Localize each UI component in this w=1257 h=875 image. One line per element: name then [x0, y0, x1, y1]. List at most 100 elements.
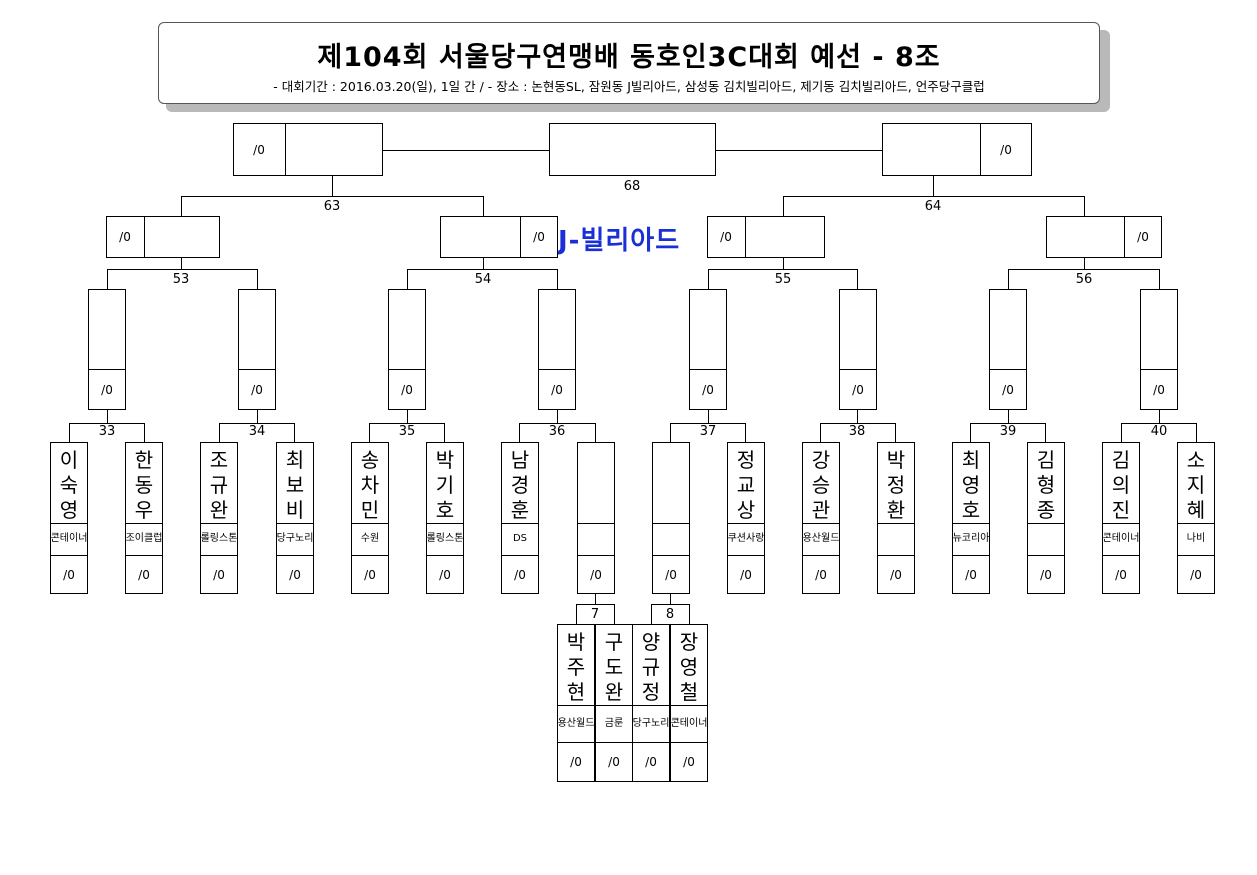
connector-line — [708, 410, 710, 424]
player-club: 금룬 — [604, 717, 624, 729]
card-divider — [1027, 555, 1065, 557]
score-value: /0 — [101, 382, 113, 397]
player-card — [50, 442, 88, 594]
card-divider — [50, 555, 88, 557]
player-card — [877, 442, 915, 594]
card-divider — [877, 555, 915, 557]
score-value: /0 — [289, 567, 301, 582]
connector-line — [1159, 269, 1161, 290]
slot-divider — [839, 369, 877, 371]
card-divider — [632, 742, 670, 744]
match-slot — [233, 123, 383, 176]
match-slot — [440, 216, 558, 258]
card-divider — [557, 742, 595, 744]
connector-line — [257, 410, 259, 424]
connector-line — [107, 269, 109, 290]
match-slot — [689, 289, 727, 410]
connector-line — [614, 604, 616, 625]
match-number: 37 — [699, 424, 717, 439]
connector-line — [895, 423, 897, 443]
connector-line — [857, 269, 859, 290]
connector-line — [407, 269, 558, 271]
score-value: /0 — [138, 567, 150, 582]
score-value: /0 — [551, 382, 563, 397]
slot-divider — [538, 369, 576, 371]
card-divider — [276, 523, 314, 525]
connector-line — [689, 604, 691, 625]
card-divider — [125, 555, 163, 557]
card-divider — [1027, 523, 1065, 525]
match-number: 33 — [98, 424, 116, 439]
card-divider — [952, 555, 990, 557]
connector-line — [519, 423, 596, 425]
connector-line — [557, 410, 559, 424]
card-divider — [50, 523, 88, 525]
connector-line — [783, 196, 1085, 198]
connector-line — [69, 423, 145, 425]
connector-line — [332, 176, 334, 197]
card-divider — [351, 523, 389, 525]
card-divider — [632, 705, 670, 707]
score-value: /0 — [213, 567, 225, 582]
score-value: /0 — [740, 567, 752, 582]
match-slot — [1046, 216, 1162, 258]
connector-line — [708, 269, 858, 271]
connector-line — [857, 410, 859, 424]
card-divider — [670, 705, 708, 707]
connector-line — [745, 423, 747, 443]
match-slot — [88, 289, 126, 410]
card-divider — [802, 555, 840, 557]
connector-line — [783, 258, 785, 270]
score-value: /0 — [815, 567, 827, 582]
connector-line — [407, 410, 409, 424]
match-slot — [882, 123, 1032, 176]
match-slot — [106, 216, 220, 258]
card-divider — [595, 705, 633, 707]
card-divider — [577, 523, 615, 525]
match-number: 53 — [172, 272, 190, 287]
player-name — [652, 448, 690, 523]
match-number: 8 — [665, 607, 675, 622]
connector-line — [257, 269, 259, 290]
score-value: /0 — [1000, 142, 1012, 157]
player-club: DS — [512, 533, 528, 544]
connector-line — [1008, 410, 1010, 424]
score-value: /0 — [720, 230, 732, 244]
slot-divider — [1124, 216, 1126, 258]
card-divider — [652, 555, 690, 557]
card-divider — [1102, 523, 1140, 525]
connector-line — [670, 423, 746, 425]
connector-line — [820, 423, 896, 425]
connector-line — [294, 423, 296, 443]
player-club — [652, 523, 690, 555]
match-slot — [707, 216, 825, 258]
connector-line — [1008, 269, 1160, 271]
score-value: /0 — [514, 567, 526, 582]
match-number: 54 — [474, 272, 492, 287]
connector-line — [1045, 423, 1047, 443]
venue-label: J-빌리아드 — [558, 226, 681, 256]
connector-line — [1159, 410, 1161, 424]
connector-line — [970, 423, 972, 443]
connector-line — [219, 423, 221, 443]
connector-line — [369, 423, 445, 425]
score-value: /0 — [852, 382, 864, 397]
connector-line — [144, 423, 146, 443]
match-number: 7 — [590, 607, 600, 622]
